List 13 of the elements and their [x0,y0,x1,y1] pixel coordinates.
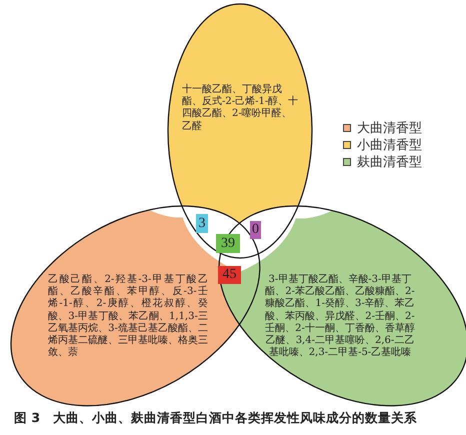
count-tag: 3 [196,214,208,233]
figure-caption: 图 3 大曲、小曲、麸曲清香型白酒中各类挥发性风味成分的数量关系 [14,410,418,427]
compound-list: 十一酸乙酯、丁酸异戊酯、反式-2-己烯-1-醇、十四酸乙酯、2-噻吩甲醛、乙醛 [182,84,300,133]
compound-list: 乙酸己酯、2-羟基-3-甲基丁酸乙酯、乙酸辛酯、苯甲醇、反-3-壬烯-1-醇、2-庚醇、橙花叔醇、癸酸、3-甲基丁酸、苯乙酮、1,1,3-三乙氧基丙烷、3-巯基己基乙酸酯、二烯丙基二硫醚、三甲基吡嗪、格奥三敛、萘 [48,274,208,360]
count-tag: 39 [216,234,240,253]
legend-label: 麸曲清香型 [357,154,422,171]
legend-label: 大曲清香型 [357,120,422,137]
legend-label: 小曲清香型 [357,137,422,154]
compound-list: 3-甲基丁酸乙酯、辛酸-3-甲基丁酯、2-苯乙酸乙酯、乙酸糠酯、2-糠酸乙酯、1-癸醇、3-辛醇、苯乙酸、苯丙酸、异戊醛、2-壬酮、2-壬酮、2-十一酮、丁香酚、香草醇乙醚、3,4-二甲基噻吩、2,6-二乙基吡嗪、2,3-二甲基-5-乙基吡嗪 [262,274,417,360]
count-tag: 0 [250,221,261,239]
venn-ellipse [10,206,260,406]
venn-ellipse [218,206,466,406]
count-tag: 45 [218,266,241,284]
